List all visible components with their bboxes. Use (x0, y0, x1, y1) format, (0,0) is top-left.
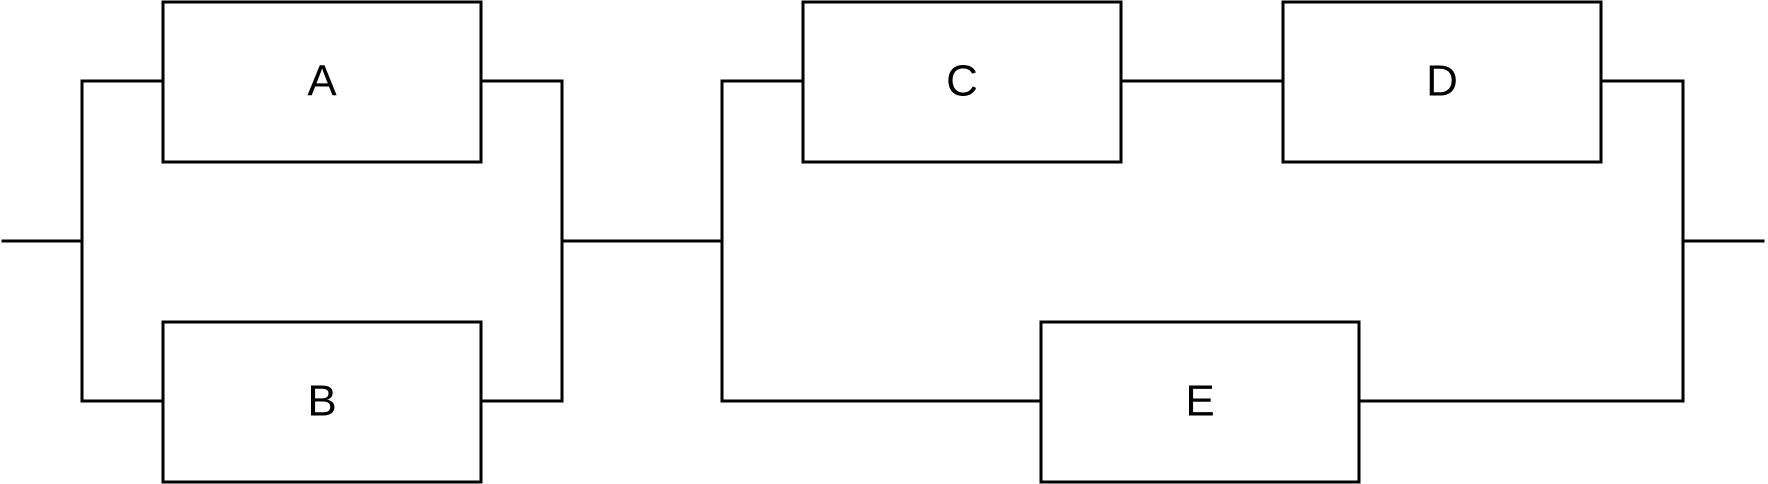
block-a: A (161, 0, 483, 164)
block-c-rect (801, 0, 1123, 164)
block-b-rect (161, 320, 483, 484)
block-b-label: B (307, 377, 336, 426)
block-d-rect (1281, 0, 1603, 164)
ce-split-bracket (720, 79, 1043, 403)
connection-wires (1, 79, 1765, 403)
block-e-label: E (1185, 377, 1214, 426)
block-c-label: C (946, 57, 978, 106)
block-b: B (161, 320, 483, 484)
block-d-label: D (1426, 57, 1458, 106)
block-c: C (801, 0, 1123, 164)
block-e-rect (1039, 320, 1361, 484)
block-a-label: A (307, 57, 337, 106)
ab-join-bracket (479, 79, 564, 403)
block-e: E (1039, 320, 1361, 484)
ab-split-bracket (80, 79, 165, 403)
block-d: D (1281, 0, 1603, 164)
block-a-rect (161, 0, 483, 164)
